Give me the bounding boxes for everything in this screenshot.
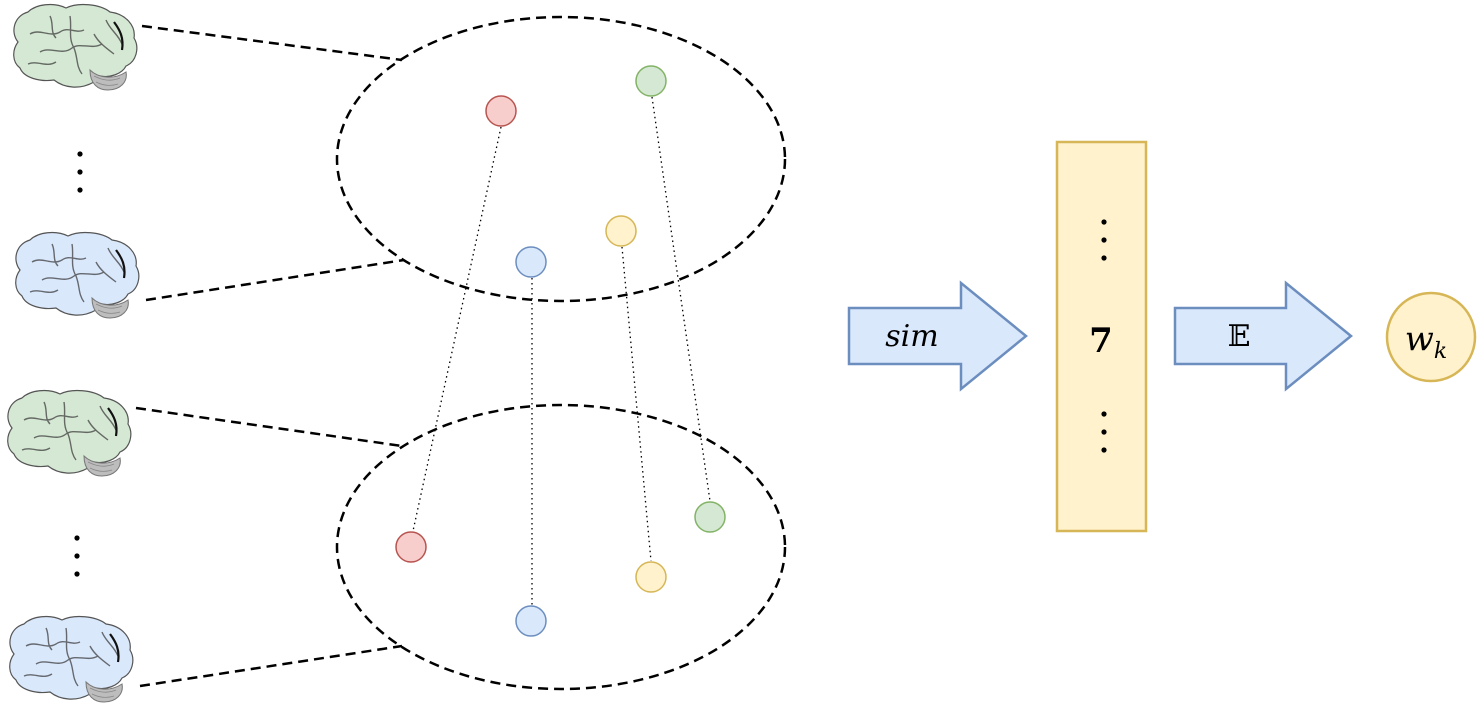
ellipsis-dots-top bbox=[77, 151, 83, 193]
sim-arrow bbox=[847, 280, 1028, 392]
vector-ellipsis-bottom bbox=[1101, 411, 1107, 453]
node-yellow-top bbox=[605, 215, 637, 247]
embedding-space-bottom bbox=[335, 403, 787, 691]
output-weight-node bbox=[1385, 291, 1477, 383]
node-blue-bottom bbox=[515, 605, 547, 637]
vector-value: 7 bbox=[1089, 321, 1113, 361]
expectation-arrow bbox=[1173, 280, 1353, 392]
similarity-vector bbox=[1055, 140, 1148, 533]
brain-icon-blue bbox=[8, 615, 134, 704]
node-green-bottom bbox=[694, 501, 726, 533]
brain-icon-green bbox=[12, 3, 138, 92]
node-yellow-bottom bbox=[635, 561, 667, 593]
brain-icon-blue bbox=[14, 231, 140, 320]
brain-icon-green bbox=[6, 389, 132, 478]
node-red-bottom bbox=[395, 531, 427, 563]
vector-ellipsis-top bbox=[1101, 219, 1107, 261]
node-red-top bbox=[485, 95, 517, 127]
ellipsis-dots-bottom bbox=[74, 535, 80, 577]
embedding-space-top bbox=[335, 15, 787, 303]
sim-label: sim bbox=[885, 319, 938, 354]
correspondence-lines bbox=[412, 96, 711, 605]
expectation-label: 𝔼 bbox=[1228, 319, 1251, 354]
output-weight-sub: k bbox=[1434, 339, 1447, 364]
dashed-connectors bbox=[135, 24, 405, 688]
output-weight-base: w bbox=[1405, 319, 1434, 359]
output-weight-label: wk bbox=[1405, 319, 1447, 364]
node-blue-top bbox=[515, 246, 547, 278]
node-green-top bbox=[635, 65, 667, 97]
